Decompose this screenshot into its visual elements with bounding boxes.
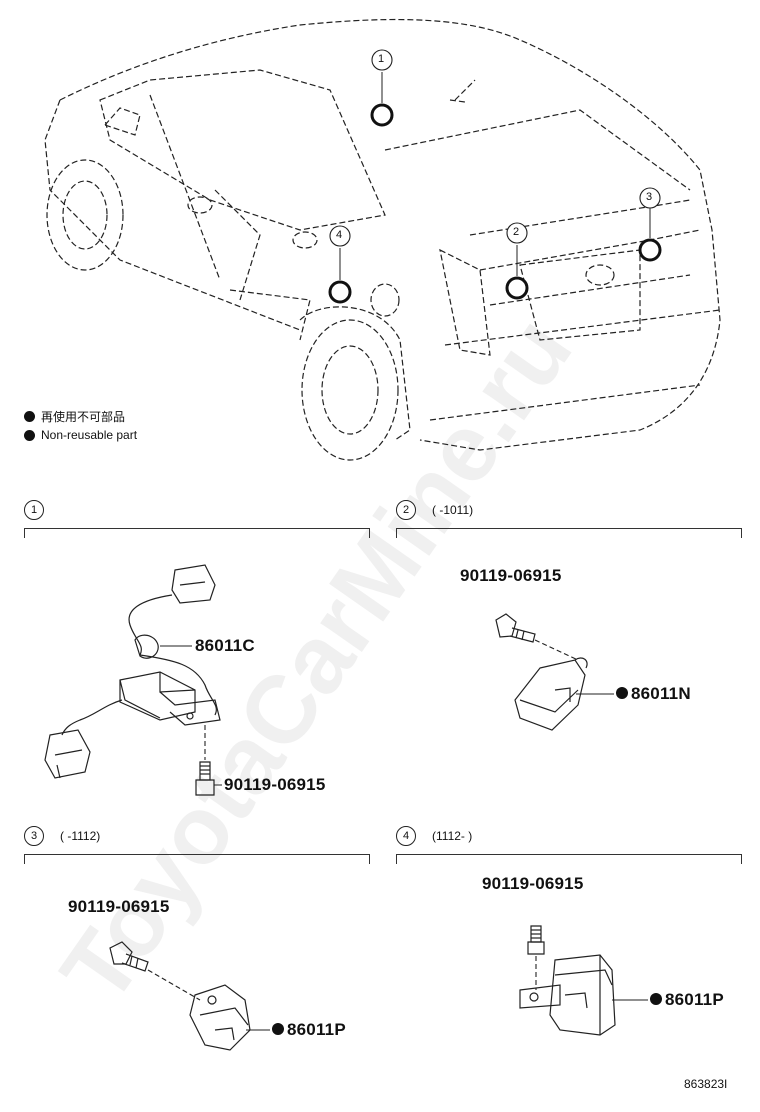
s1-bolt (195, 761, 215, 796)
s4-sensor-part-number: 86011P (665, 990, 724, 1009)
car-callout-4: 4 (336, 229, 343, 241)
legend-text-en: Non-reusable part (41, 428, 138, 442)
car-callout-3: 3 (646, 191, 653, 203)
section-3-tick-left (24, 854, 25, 864)
section-2-note: ( -1011) (432, 503, 474, 517)
section-3-note: ( -1112) (60, 829, 101, 843)
s1-sensor-assembly (44, 564, 221, 779)
section-4-number: 4 (396, 826, 416, 846)
s1-bolt-part-number: 90119-06915 (224, 775, 326, 794)
s2-sensor-part-number: 86011N (631, 684, 691, 703)
illustration-reference-number: 863823I (684, 1077, 728, 1091)
section-4-tick-right (741, 854, 742, 864)
section-2-divider (396, 528, 742, 529)
car-callout-1: 1 (378, 53, 385, 65)
s4-sensor-part-number-wrap: 86011P (650, 990, 724, 1010)
non-reusable-dot-icon (24, 429, 35, 441)
car-callout-2: 2 (513, 226, 520, 238)
section-3-divider (24, 854, 370, 855)
section-4-divider (396, 854, 742, 855)
s4-bolt (527, 925, 545, 955)
section-2-tick-left (396, 528, 397, 538)
section-3-number: 3 (24, 826, 44, 846)
non-reusable-dot-icon (272, 1023, 284, 1035)
s3-bolt (109, 941, 149, 972)
section-1-tick-right (369, 528, 370, 538)
s3-sensor (189, 984, 251, 1051)
section-2-number: 2 (396, 500, 416, 520)
section-4-tick-left (396, 854, 397, 864)
section-1-tick-left (24, 528, 25, 538)
s4-bolt-part-number: 90119-06915 (482, 874, 584, 893)
section-3-tick-right (369, 854, 370, 864)
s3-sensor-part-number-wrap: 86011P (272, 1020, 346, 1040)
legend-item-jp: 再使用不可部品 (24, 408, 125, 425)
s2-sensor (514, 657, 588, 731)
non-reusable-dot-icon (616, 687, 628, 699)
s3-sensor-part-number: 86011P (287, 1020, 346, 1039)
s3-bolt-part-number: 90119-06915 (68, 897, 170, 916)
legend-text-jp: 再使用不可部品 (41, 410, 126, 424)
s3-dash (147, 969, 201, 1001)
section-1-divider (24, 528, 370, 529)
non-reusable-dot-icon (24, 411, 35, 422)
callout-circles (329, 49, 661, 247)
legend-item-en: Non-reusable part (24, 428, 137, 442)
s1-leaders (160, 645, 222, 786)
sensor-location-markers (328, 103, 662, 304)
s2-dash (534, 639, 579, 661)
section-4-note: (1112- ) (432, 829, 473, 843)
s2-bolt-part-number: 90119-06915 (460, 566, 562, 585)
s1-sensor-part-number: 86011C (195, 636, 255, 655)
non-reusable-dot-icon (650, 993, 662, 1005)
s2-bolt (495, 613, 536, 643)
s2-sensor-part-number-wrap: 86011N (616, 684, 691, 704)
section-2-tick-right (741, 528, 742, 538)
s4-sensor (519, 954, 616, 1036)
callout-leaders (339, 72, 651, 280)
section-1-number: 1 (24, 500, 44, 520)
